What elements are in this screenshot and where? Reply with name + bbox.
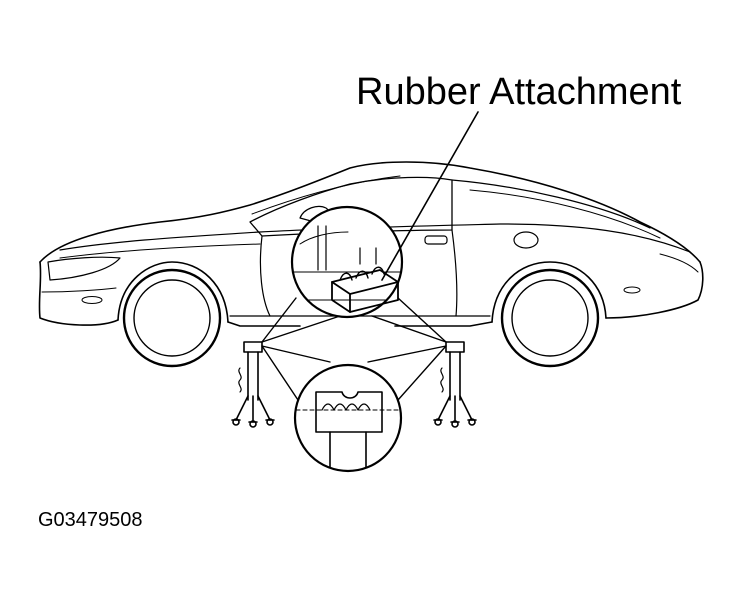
- door-handle: [424, 235, 448, 245]
- upper-detail-pointers: [261, 297, 447, 343]
- rubber-attachment-label: Rubber Attachment: [356, 71, 682, 113]
- rubber-attachment-block: [331, 266, 399, 313]
- headlight: [47, 256, 121, 281]
- jack-stand-rear: [433, 341, 477, 428]
- callout-leader: [381, 111, 479, 281]
- car-sill: [227, 321, 493, 327]
- upper-detail-lens: [290, 205, 404, 319]
- front-wheel: [122, 268, 222, 368]
- rear-wheel: [500, 268, 600, 368]
- rear-wheel-arch: [491, 261, 607, 323]
- jack-stand-front: [231, 341, 275, 428]
- fuel-cap: [513, 231, 539, 249]
- figure-id: G03479508: [38, 509, 143, 531]
- car-hood: [38, 261, 119, 326]
- door-line: [259, 235, 271, 317]
- lower-detail-pointers: [261, 345, 447, 401]
- rear-bumper: [605, 261, 704, 319]
- lower-detail-lens: [293, 363, 403, 473]
- front-wheel-arch: [117, 261, 229, 323]
- car-roofline: [39, 161, 701, 263]
